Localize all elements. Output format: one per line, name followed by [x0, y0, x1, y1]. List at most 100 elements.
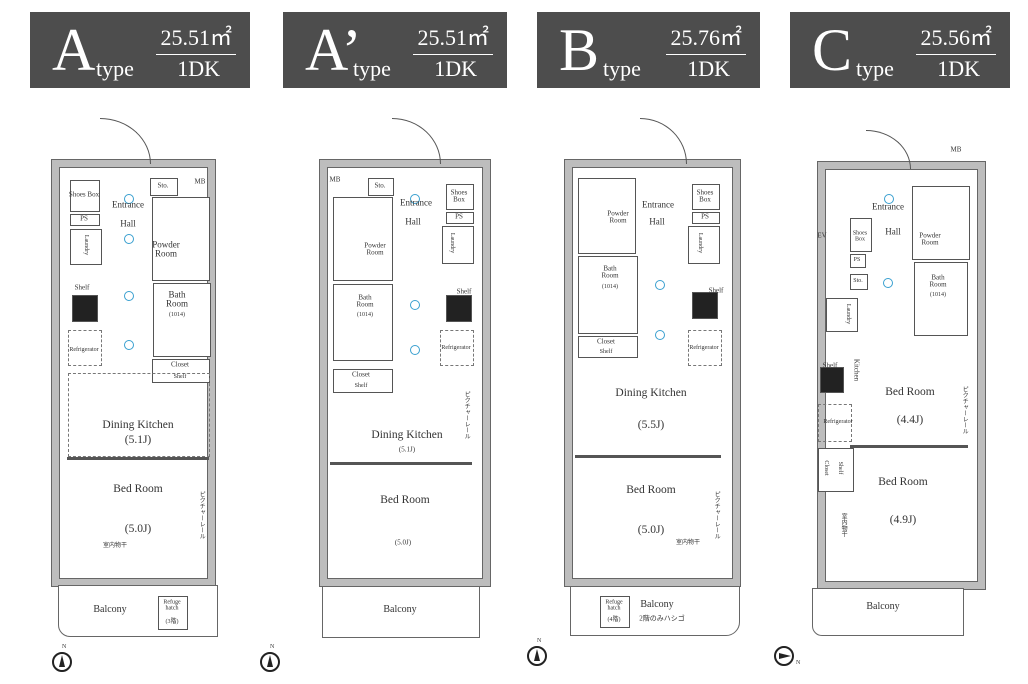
- refuge-hatch: [158, 596, 188, 630]
- label-bed-room: Bed Room: [626, 483, 676, 496]
- label-powder-room: Powder Room: [919, 231, 941, 247]
- label-kitchen: Kitchen: [852, 358, 861, 382]
- light-icon: [124, 194, 134, 204]
- dk-rail: [68, 373, 210, 457]
- north-label: N: [270, 644, 275, 650]
- header-type-b: B type 25.76㎡ 1DK: [537, 12, 760, 88]
- label-bath-room: Bath Room: [601, 264, 619, 280]
- label-closet-shelf: Shelf: [173, 373, 187, 380]
- label-indoor-dry: 室内物干: [840, 513, 847, 537]
- type-letter: C: [812, 17, 853, 83]
- label-shelf: Shelf: [456, 287, 472, 296]
- powder-room: [578, 178, 636, 254]
- powder-room: [333, 197, 393, 281]
- powder-room: [912, 186, 970, 260]
- label-bed-room-2: Bed Room: [878, 475, 928, 488]
- area: 25.56㎡: [916, 20, 996, 55]
- label-closet: Closet: [352, 370, 370, 379]
- label-entrance: Entrance: [112, 199, 144, 210]
- light-icon: [410, 194, 420, 204]
- partition: [575, 455, 721, 458]
- label-shoes-box: Shoes Box: [68, 190, 100, 199]
- storage: [368, 178, 394, 196]
- label-indoor-dry: 室内物干: [675, 539, 701, 546]
- label-mb: MB: [194, 177, 206, 186]
- label-closet: Closet: [597, 337, 615, 346]
- north-compass-icon: [260, 652, 280, 672]
- laundry: [70, 229, 102, 265]
- partition: [850, 445, 968, 448]
- label-balcony: Balcony: [640, 598, 674, 610]
- entry-door: [640, 118, 687, 164]
- label-dk-size: (5.1J): [398, 445, 416, 454]
- label-bed-room-1: Bed Room: [885, 385, 935, 398]
- label-hall: Hall: [405, 216, 421, 227]
- label-bed-size: (5.0J): [637, 523, 665, 536]
- layout-kind: 1DK: [177, 56, 220, 81]
- ps: [692, 212, 720, 224]
- label-dk-size: (5.5J): [637, 418, 665, 431]
- label-refuge-hatch: Refuge hatch: [163, 599, 181, 612]
- ps: [70, 214, 100, 226]
- light-icon: [124, 234, 134, 244]
- refrigerator-space: [440, 330, 474, 366]
- label-refrigerator: Refrigerator: [441, 344, 471, 351]
- label-entrance: Entrance: [642, 199, 674, 210]
- label-dk-size: (5.1J): [124, 433, 152, 446]
- type-word: type: [353, 56, 391, 81]
- label-bed-size-2: (4.9J): [889, 513, 917, 526]
- type-letter: B: [559, 17, 600, 83]
- label-refrigerator: Refrigerator: [69, 346, 99, 353]
- label-bed-room: Bed Room: [380, 493, 430, 506]
- label-balcony: Balcony: [93, 603, 127, 615]
- light-icon: [883, 278, 893, 288]
- label-closet: Closet: [823, 460, 830, 476]
- area: 25.76㎡: [666, 20, 746, 55]
- label-refrigerator: Refrigerator: [689, 344, 719, 351]
- entry-door: [100, 118, 151, 164]
- label-bath-size: (1014): [602, 283, 618, 290]
- header-type-a: A type 25.51㎡ 1DK: [30, 12, 250, 88]
- partition: [67, 457, 209, 460]
- laundry: [826, 298, 858, 332]
- label-closet-shelf: Shelf: [354, 382, 368, 389]
- area: 25.51㎡: [156, 20, 236, 55]
- label-laundry: Laundry: [83, 234, 90, 256]
- bath-room: [153, 283, 211, 357]
- label-sto: Sto.: [853, 277, 863, 284]
- label-refuge-floor: (4階): [607, 616, 621, 623]
- label-closet-shelf: Shelf: [837, 461, 844, 475]
- type-word: type: [603, 56, 641, 81]
- north-label: N: [537, 638, 542, 644]
- label-dining-kitchen: Dining Kitchen: [615, 386, 687, 399]
- label-hall: Hall: [120, 218, 136, 229]
- layout-kind: 1DK: [937, 56, 980, 81]
- label-mb: MB: [950, 145, 962, 154]
- label-powder-room: Powder Room: [152, 239, 180, 259]
- label-balcony: Balcony: [383, 603, 417, 615]
- stove: [72, 295, 98, 322]
- powder-room: [152, 197, 210, 281]
- refrigerator-space: [68, 330, 102, 366]
- closet: [578, 336, 638, 358]
- header-type-c: C type 25.56㎡ 1DK: [790, 12, 1010, 88]
- type-letter: A’: [305, 17, 362, 83]
- label-picture-rail: ピクチャーレール: [198, 491, 205, 539]
- label-bed-size: (5.0J): [394, 538, 412, 547]
- label-sto: Sto.: [374, 181, 386, 190]
- label-shoes-box: Shoes Box: [450, 188, 468, 204]
- laundry: [688, 226, 720, 264]
- north-label: N: [62, 644, 67, 650]
- label-entrance: Entrance: [872, 201, 904, 212]
- ps: [850, 254, 866, 268]
- label-entrance: Entrance: [400, 197, 432, 208]
- light-icon: [124, 291, 134, 301]
- label-shoes-box: Shoes Box: [696, 188, 714, 204]
- entry-door: [866, 130, 911, 169]
- label-refuge-hatch: Refuge hatch: [605, 599, 623, 612]
- shoes-box: [446, 184, 474, 210]
- label-bed-size: (5.0J): [124, 522, 152, 535]
- label-indoor-dry: 室内物干: [102, 542, 128, 549]
- label-powder-room: Powder Room: [364, 241, 386, 257]
